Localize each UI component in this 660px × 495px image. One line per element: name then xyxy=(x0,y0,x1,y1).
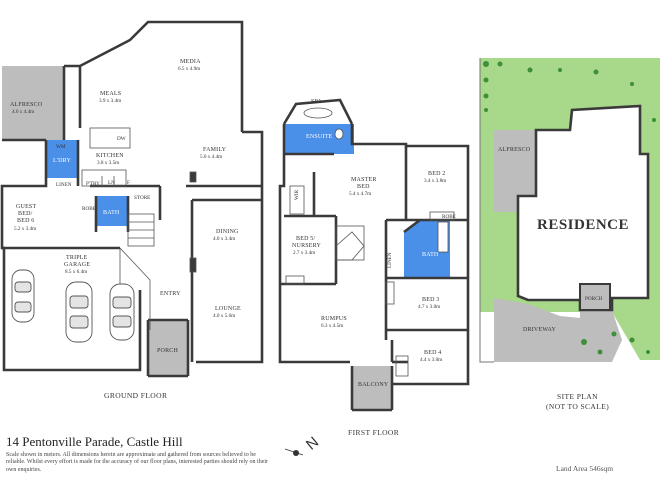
bed2-label: BED 2 xyxy=(428,171,446,177)
property-address: 14 Pentonville Parade, Castle Hill xyxy=(6,434,183,449)
ground-floor-caption: GROUND FLOOR xyxy=(104,391,167,400)
entry-label: ENTRY xyxy=(160,291,181,297)
compass-needle xyxy=(284,448,304,456)
gf-porch-label: PORCH xyxy=(157,348,178,354)
alfresco-area xyxy=(2,66,64,140)
guest-bed-label-1: GUEST xyxy=(16,204,36,210)
dining-dim: 4.0 x 3.4m xyxy=(213,236,235,242)
bed4-label: BED 4 xyxy=(424,350,442,356)
family-label: FAMILY xyxy=(203,147,227,153)
gf-bath-area xyxy=(96,196,128,226)
master-bed-label-2: BED xyxy=(357,184,370,190)
spa-label: SPA xyxy=(311,99,323,105)
guest-bed-label-3: BED 6 xyxy=(17,218,35,224)
master-bed-dim: 5.4 x 4.7m xyxy=(349,191,371,197)
family-dim: 5.0 x 4.4m xyxy=(200,154,222,160)
first-floor-caption: FIRST FLOOR xyxy=(348,428,399,437)
ff-robe-label: ROBE xyxy=(442,214,456,220)
store-label: STORE xyxy=(134,195,150,201)
site-plan: ALFRESCO RESIDENCE PORCH DRIVEWAY SITE P… xyxy=(479,58,660,411)
garage-dim: 8.5 x 6.4m xyxy=(65,269,87,275)
rumpus-label: RUMPUS xyxy=(321,316,347,322)
alfresco-label: ALFRESCO xyxy=(10,102,43,108)
guest-bed-dim: 5.2 x 3.4m xyxy=(14,226,36,232)
laundry-label: L'DRY xyxy=(53,158,72,164)
bed5-label-2: NURSERY xyxy=(292,243,322,249)
bed5-dim: 2.7 x 3.4m xyxy=(293,250,315,256)
residence-footprint xyxy=(516,104,650,312)
garage-label-2: GARAGE xyxy=(64,262,90,268)
fridge-label: F xyxy=(127,180,130,186)
gf-robe-label: ROBE xyxy=(82,206,96,212)
bed3-label: BED 3 xyxy=(422,297,440,303)
disclaimer-text: Scale shown in meters. All dimensions he… xyxy=(6,452,269,473)
balcony-label: BALCONY xyxy=(358,382,389,388)
wm-label: WM xyxy=(56,144,66,150)
ff-bath-label: BATH xyxy=(422,252,439,258)
meals-label: MEALS xyxy=(100,91,121,97)
driveway-label: DRIVEWAY xyxy=(523,327,557,333)
kitchen-label: KITCHEN xyxy=(96,153,124,159)
site-plan-caption: SITE PLAN xyxy=(557,392,598,401)
bed5-label-1: BED 5/ xyxy=(296,236,316,242)
residence-label: RESIDENCE xyxy=(537,217,629,233)
kitchen-dim: 3.8 x 3.5m xyxy=(97,160,119,166)
lounge-label: LOUNGE xyxy=(215,306,241,312)
site-alfresco-label: ALFRESCO xyxy=(498,147,531,153)
gf-bath-label: BATH xyxy=(103,210,120,216)
boundary-line xyxy=(479,58,494,363)
first-floor-plan: SPA ENSUITE MASTER BED 5.4 x 4.7m BED 2 … xyxy=(278,98,470,437)
guest-bed-label-2: BED/ xyxy=(18,211,33,217)
compass: N xyxy=(284,434,322,456)
dining-label: DINING xyxy=(216,229,239,235)
media-label: MEDIA xyxy=(180,59,201,65)
driveway-area xyxy=(494,298,622,362)
gf-porch-area xyxy=(148,320,188,376)
laundry-area xyxy=(46,140,78,178)
linen-label: LINEN xyxy=(56,182,72,188)
ground-floor-plan: ALFRESCO 4.6 x 4.4m MEALS 3.9 x 3.4m MED… xyxy=(0,20,264,400)
ensuite-label: ENSUITE xyxy=(306,134,333,140)
ensuite-area xyxy=(284,124,354,154)
wir-label: WIR xyxy=(294,189,300,200)
site-alfresco-area xyxy=(494,130,536,212)
lounge-dim: 4.0 x 5.6m xyxy=(213,313,235,319)
rumpus-dim: 6.3 x 4.5m xyxy=(321,323,343,329)
garage-cars xyxy=(11,269,135,343)
balcony-area xyxy=(352,366,392,410)
dw-label: DW xyxy=(117,136,126,142)
bed3-dim: 4.7 x 3.0m xyxy=(418,304,440,310)
garage-label-1: TRIPLE xyxy=(66,255,88,261)
bed4-dim: 4.4 x 3.0m xyxy=(420,357,442,363)
compass-letter: N xyxy=(303,434,322,454)
first-floor-fixtures xyxy=(285,107,455,377)
ff-linen-label: LINEN xyxy=(387,252,393,268)
bed2-dim: 3.4 x 3.8m xyxy=(424,178,446,184)
master-bed-label-1: MASTER xyxy=(351,177,377,183)
site-porch-area xyxy=(579,283,611,311)
garden-shrubs xyxy=(483,61,656,355)
site-porch-label: PORCH xyxy=(585,296,603,302)
pantry-label: P'TRY xyxy=(86,181,100,187)
ground-floor-fixtures xyxy=(81,127,197,330)
meals-dim: 3.9 x 3.4m xyxy=(99,98,121,104)
ln-label: LN xyxy=(108,180,115,186)
site-plan-caption-2: (NOT TO SCALE) xyxy=(546,402,609,411)
media-dim: 6.5 x 4.9m xyxy=(178,66,200,72)
alfresco-dim: 4.6 x 4.4m xyxy=(12,109,34,115)
land-area: Land Area 546sqm xyxy=(556,464,614,473)
